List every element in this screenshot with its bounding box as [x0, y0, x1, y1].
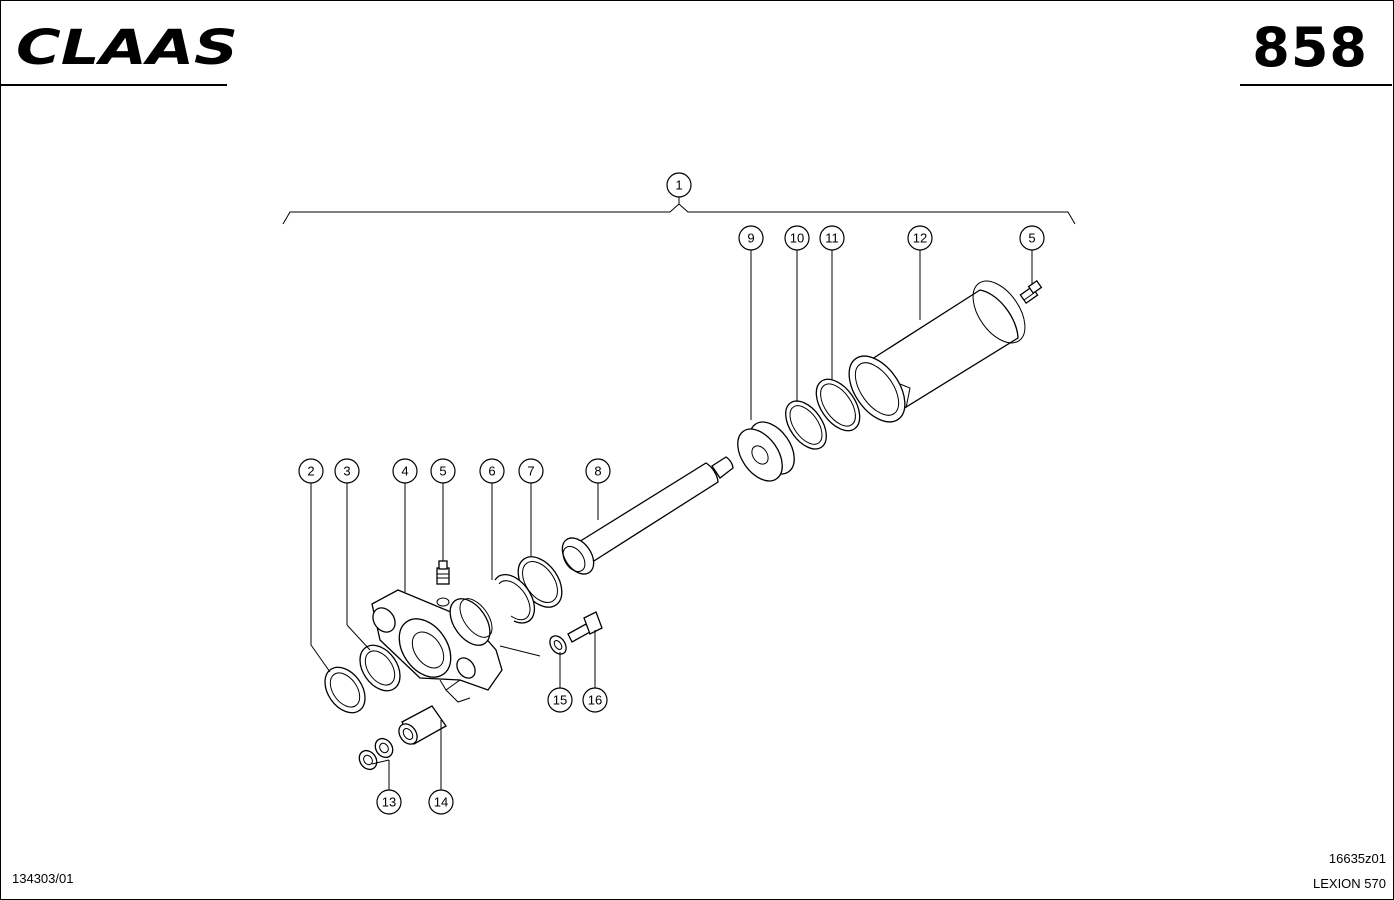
leader-line: [371, 759, 390, 765]
callout-circle: [1019, 225, 1045, 251]
callout-10: 10: [784, 225, 810, 251]
callout-circle: [392, 458, 418, 484]
callout-circle: [582, 687, 608, 713]
callout-11: 11: [819, 225, 845, 251]
callout-1: 1: [666, 172, 692, 198]
callout-circle: [585, 458, 611, 484]
callout-number: 2: [307, 464, 314, 479]
model-name: LEXION 570: [1313, 876, 1386, 891]
callout-number: 13: [382, 795, 396, 810]
callout-number: 15: [553, 693, 567, 708]
bushing: [324, 666, 366, 714]
callout-number: 5: [439, 464, 446, 479]
washers: [358, 737, 394, 771]
callout-number: 3: [343, 464, 350, 479]
callout-number: 5: [1028, 231, 1035, 246]
callout-number: 16: [588, 693, 602, 708]
seal-ring-10: [785, 400, 827, 450]
page-number: 858: [1252, 16, 1368, 79]
callout-16: 16: [582, 687, 608, 713]
snap-ring: [494, 573, 536, 624]
callout-circle: [518, 458, 544, 484]
callout-number: 8: [594, 464, 601, 479]
header-rule-right: [1240, 84, 1392, 86]
leader-line: [310, 644, 331, 673]
callout-number: 7: [527, 464, 534, 479]
drawing-code: 16635z01: [1328, 851, 1386, 866]
callout-15: 15: [547, 687, 573, 713]
callout-number: 1: [675, 178, 682, 193]
callout-13: 13: [376, 789, 402, 815]
callout-circle: [907, 225, 933, 251]
callout-circle: [479, 458, 505, 484]
bleed-nipple-top: [1019, 279, 1043, 305]
piston-rod: [561, 456, 734, 575]
callout-5-lower: 5: [430, 458, 456, 484]
brand-logo: CLAAS: [14, 20, 244, 77]
callout-4: 4: [392, 458, 418, 484]
callout-number: 6: [488, 464, 495, 479]
document-code: 134303/01: [12, 871, 74, 886]
leader-line: [346, 624, 371, 651]
union-fitting: [398, 705, 447, 745]
svg-text:CLAAS: CLAAS: [16, 20, 238, 72]
callout-circle: [738, 225, 764, 251]
callout-6: 6: [479, 458, 505, 484]
callout-number: 10: [790, 231, 804, 246]
cylinder-barrel: [848, 280, 1026, 423]
callout-3: 3: [334, 458, 360, 484]
cylinder-head-block: [371, 589, 503, 691]
bolt: [567, 611, 603, 643]
callout-circle: [298, 458, 324, 484]
callout-circle: [428, 789, 454, 815]
callout-number: 11: [825, 231, 839, 246]
callout-number: 12: [913, 231, 927, 246]
callout-12: 12: [907, 225, 933, 251]
callout-number: 9: [747, 231, 754, 246]
callout-circle: [819, 225, 845, 251]
seal-ring-3: [359, 644, 401, 692]
header-rule-left: [0, 84, 227, 86]
callout-7: 7: [518, 458, 544, 484]
callout-circle: [376, 789, 402, 815]
callout-circle: [666, 172, 692, 198]
seal-ring-11: [815, 378, 861, 432]
callout-5-upper: 5: [1019, 225, 1045, 251]
bleed-nipple-block: [436, 560, 450, 585]
callout-circle: [430, 458, 456, 484]
callout-circle: [547, 687, 573, 713]
callout-14: 14: [428, 789, 454, 815]
callout-2: 2: [298, 458, 324, 484]
leader-line: [282, 203, 1076, 225]
callout-number: 4: [401, 464, 408, 479]
piston: [737, 421, 795, 482]
callout-circle: [784, 225, 810, 251]
callout-number: 14: [434, 795, 448, 810]
lock-washer: [549, 635, 567, 655]
callout-circle: [334, 458, 360, 484]
callout-9: 9: [738, 225, 764, 251]
callout-8: 8: [585, 458, 611, 484]
